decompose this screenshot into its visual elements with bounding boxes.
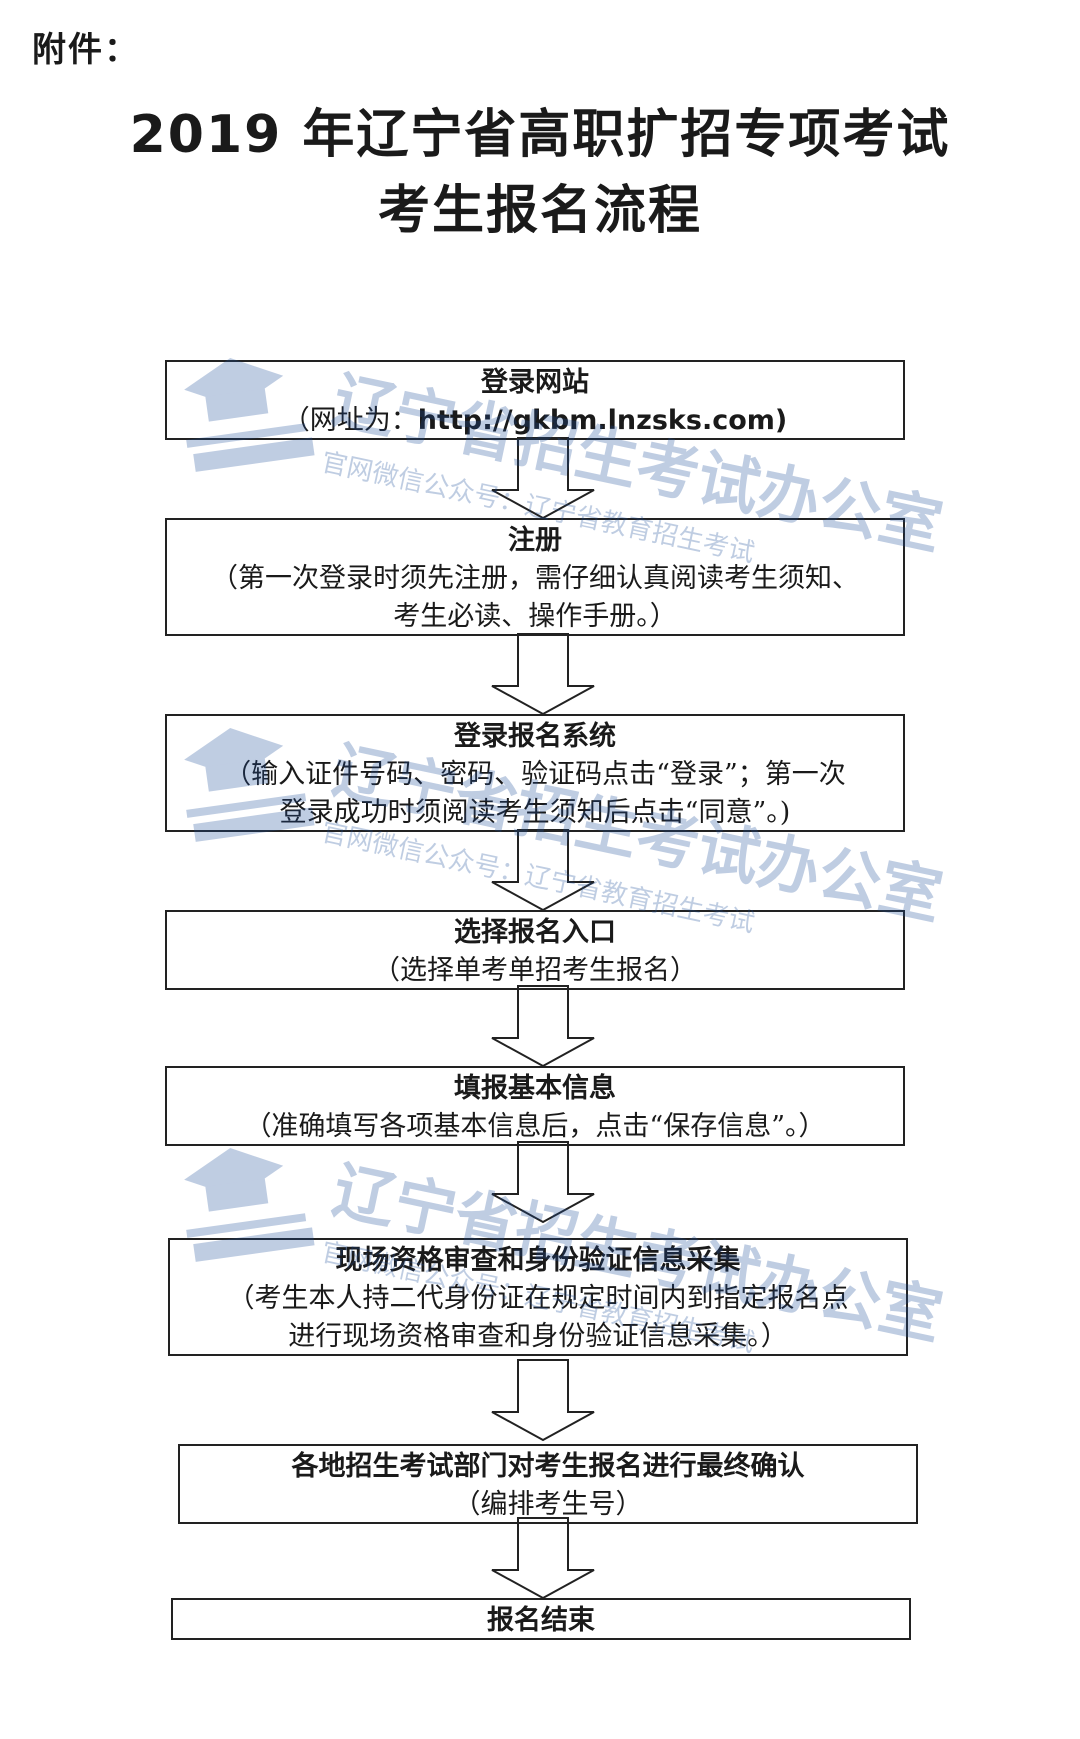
step-1-detail-prefix: （网址为：: [282, 405, 418, 436]
step-1-box: 登录网站 （网址为：http://gkbm.lnzsks.com): [165, 360, 905, 440]
step-6-box: 现场资格审查和身份验证信息采集 （考生本人持二代身份证在规定时间内到指定报名点 …: [168, 1238, 908, 1356]
arrow-3-to-4: [491, 829, 595, 912]
step-5-heading: 填报基本信息: [454, 1073, 616, 1104]
step-4-box: 选择报名入口 （选择单考单招考生报名）: [165, 910, 905, 990]
step-2-detail-line-1: （第一次登录时须先注册，需仔细认真阅读考生须知、: [211, 563, 859, 594]
step-3-detail-line-1: （输入证件号码、密码、验证码点击“登录”；第一次: [224, 759, 846, 790]
step-1-heading: 登录网站: [481, 367, 589, 398]
step-3-box: 登录报名系统 （输入证件号码、密码、验证码点击“登录”；第一次 登录成功时须阅读…: [165, 714, 905, 832]
page-title-line-1: 2019 年辽宁省高职扩招专项考试: [129, 105, 951, 165]
step-1-detail: （网址为：http://gkbm.lnzsks.com): [167, 402, 903, 440]
arrow-6-to-7: [491, 1359, 595, 1442]
step-6-detail-line-1: （考生本人持二代身份证在规定时间内到指定报名点: [227, 1283, 849, 1314]
step-6-heading: 现场资格审查和身份验证信息采集: [335, 1245, 741, 1276]
step-5-box: 填报基本信息 （准确填写各项基本信息后，点击“保存信息”。）: [165, 1066, 905, 1146]
page-title-line-2: 考生报名流程: [377, 181, 702, 241]
step-2-detail-line-2: 考生必读、操作手册。）: [393, 601, 677, 632]
step-3-detail-line-2: 登录成功时须阅读考生须知后点击“同意”。): [279, 797, 791, 828]
arrow-1-to-2: [491, 437, 595, 520]
step-2-heading: 注册: [508, 525, 562, 556]
arrow-4-to-5: [491, 985, 595, 1068]
step-4-detail: （选择单考单招考生报名）: [373, 955, 697, 986]
step-8-heading: 报名结束: [487, 1605, 595, 1636]
arrow-2-to-3: [491, 633, 595, 716]
arrow-7-to-8: [491, 1517, 595, 1600]
step-8-box: 报名结束: [171, 1598, 911, 1640]
step-4-heading: 选择报名入口: [454, 917, 616, 948]
step-5-detail: （准确填写各项基本信息后，点击“保存信息”。）: [244, 1111, 826, 1142]
attachment-label: 附件：: [32, 30, 140, 70]
step-3-heading: 登录报名系统: [454, 721, 616, 752]
step-7-box: 各地招生考试部门对考生报名进行最终确认 （编排考生号）: [178, 1444, 918, 1524]
step-1-url: http://gkbm.lnzsks.com): [417, 405, 788, 436]
step-7-detail: （编排考生号）: [453, 1489, 643, 1520]
step-7-heading: 各地招生考试部门对考生报名进行最终确认: [291, 1451, 805, 1482]
arrow-5-to-6: [491, 1141, 595, 1224]
step-2-box: 注册 （第一次登录时须先注册，需仔细认真阅读考生须知、 考生必读、操作手册。）: [165, 518, 905, 636]
step-6-detail-line-2: 进行现场资格审查和身份验证信息采集。）: [288, 1321, 788, 1352]
